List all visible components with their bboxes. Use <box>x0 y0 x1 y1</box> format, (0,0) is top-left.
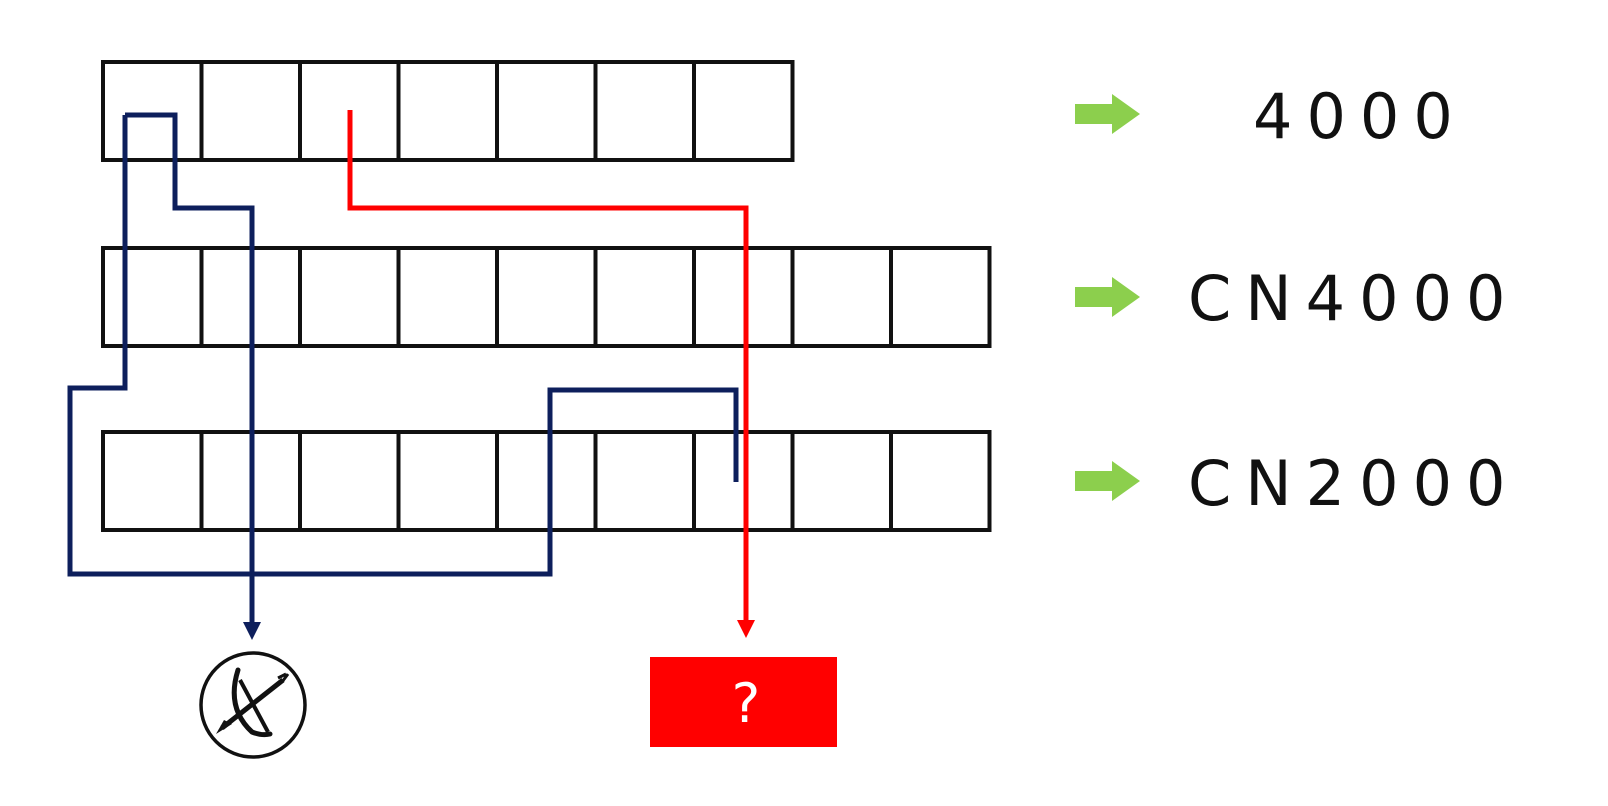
red-arrowhead <box>737 620 755 638</box>
answer-box-text: ? <box>732 672 761 735</box>
grid-cell <box>396 430 499 532</box>
grid-cell <box>495 430 598 532</box>
green-right-arrow-icon <box>1075 277 1140 317</box>
green-right-arrow-icon <box>1075 461 1140 501</box>
green-right-arrow-icon <box>1075 94 1140 134</box>
grid-cell <box>692 246 795 348</box>
grid-cell <box>495 246 598 348</box>
row-1-cells <box>101 60 795 162</box>
grid-cell <box>199 60 302 162</box>
grid-cell <box>593 60 696 162</box>
grid-cell <box>101 60 204 162</box>
grid-cell <box>593 430 696 532</box>
grid-cell <box>101 430 204 532</box>
row-2-label-group: CN4000 <box>1075 262 1519 335</box>
grid-cell <box>790 430 893 532</box>
crossed-bow-and-arrow-icon <box>199 651 307 759</box>
row-2-cells <box>101 246 992 348</box>
row-1-label-group: 4000 <box>1075 80 1467 153</box>
navy-path-a <box>125 112 261 640</box>
grid-cell <box>396 246 499 348</box>
grid-cell <box>889 246 992 348</box>
row-3-cells <box>101 430 992 532</box>
answer-box: ? <box>650 657 837 747</box>
grid-cell <box>692 430 795 532</box>
navy-path-b <box>67 115 739 577</box>
grid-cell <box>495 60 598 162</box>
grid-cell <box>889 430 992 532</box>
grid-cell <box>298 246 401 348</box>
grid-cell <box>101 246 204 348</box>
grid-cell <box>298 430 401 532</box>
row-2-label: CN4000 <box>1188 262 1519 335</box>
cell-grid <box>101 60 992 532</box>
row-3-label-group: CN2000 <box>1075 447 1519 520</box>
red-path <box>347 110 755 638</box>
grid-cell <box>396 60 499 162</box>
grid-cell <box>692 60 795 162</box>
grid-cell <box>593 246 696 348</box>
navy-arrowhead <box>243 622 261 640</box>
row-1-label: 4000 <box>1253 80 1467 153</box>
grid-cell <box>790 246 893 348</box>
row-3-label: CN2000 <box>1188 447 1519 520</box>
